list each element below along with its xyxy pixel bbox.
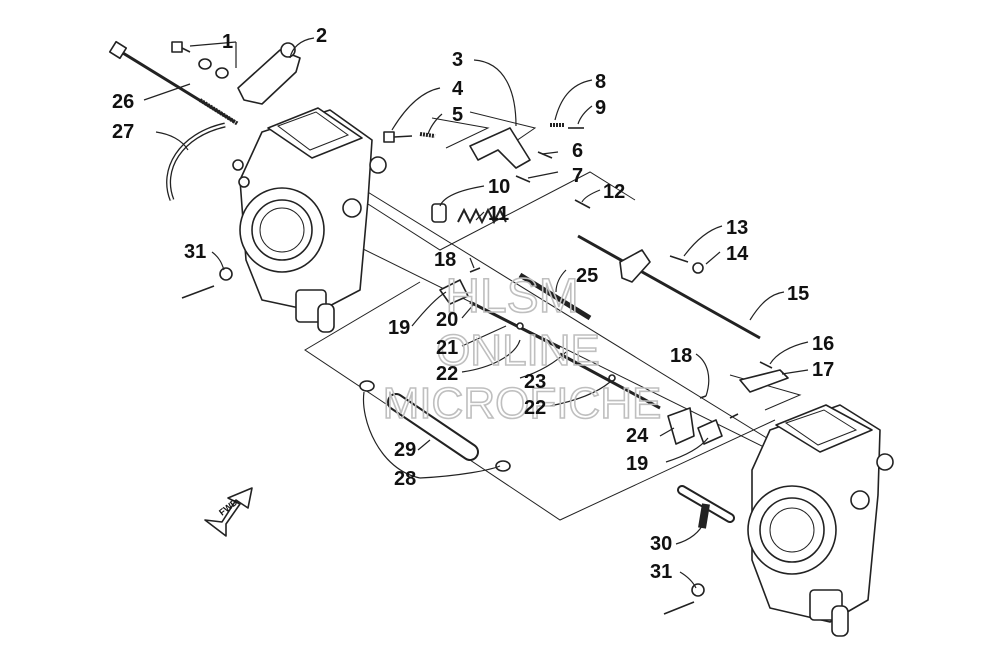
callout-10: 10	[488, 176, 510, 198]
callout-1: 1	[222, 31, 233, 53]
callout-18-lower: 18	[670, 345, 692, 367]
callout-31-left: 31	[184, 241, 206, 263]
callout-22-right: 22	[524, 397, 546, 419]
watermark-line-1: HLSM	[445, 270, 578, 323]
callout-3: 3	[452, 49, 463, 71]
forward-direction-arrow: FWD	[204, 487, 253, 537]
callout-16: 16	[812, 333, 834, 355]
watermark-line-3: MICROFICHE	[383, 379, 662, 428]
callout-26: 26	[112, 91, 134, 113]
callout-30: 30	[650, 533, 672, 555]
callout-8: 8	[595, 71, 606, 93]
callout-2: 2	[316, 25, 327, 47]
callout-25: 25	[576, 265, 598, 287]
callout-18-upper: 18	[434, 249, 456, 271]
callout-14: 14	[726, 243, 749, 265]
callout-6: 6	[572, 140, 583, 162]
callout-19-upper: 19	[388, 317, 410, 339]
callout-9: 9	[595, 97, 606, 119]
callout-20: 20	[436, 309, 458, 331]
callout-13: 13	[726, 217, 748, 239]
callout-12: 12	[603, 181, 625, 203]
callout-15: 15	[787, 283, 809, 305]
callout-29: 29	[394, 439, 416, 461]
callout-27: 27	[112, 121, 134, 143]
callout-7: 7	[572, 165, 583, 187]
callout-28: 28	[394, 468, 416, 490]
callout-19-lower: 19	[626, 453, 648, 475]
callout-4: 4	[452, 78, 464, 100]
right-carburetor	[747, 404, 894, 637]
callout-11: 11	[488, 203, 509, 225]
watermark-line-2: ONLINE	[436, 326, 600, 375]
callout-31-right: 31	[650, 561, 672, 583]
callout-23: 23	[524, 371, 546, 393]
watermark: HLSM ONLINE MICROFICHE	[382, 269, 662, 429]
callout-5: 5	[452, 104, 463, 126]
callout-17: 17	[812, 359, 834, 381]
leader-lines	[143, 37, 809, 589]
left-carburetor	[232, 107, 387, 333]
callout-24: 24	[626, 425, 649, 447]
callout-22-left: 22	[436, 363, 458, 385]
callout-labels: 1 2 3 4 5 6 7 8 9 10 11 12 13 14 15 16 1…	[112, 25, 834, 583]
callout-21: 21	[436, 337, 458, 359]
linkage-parts	[108, 40, 789, 615]
